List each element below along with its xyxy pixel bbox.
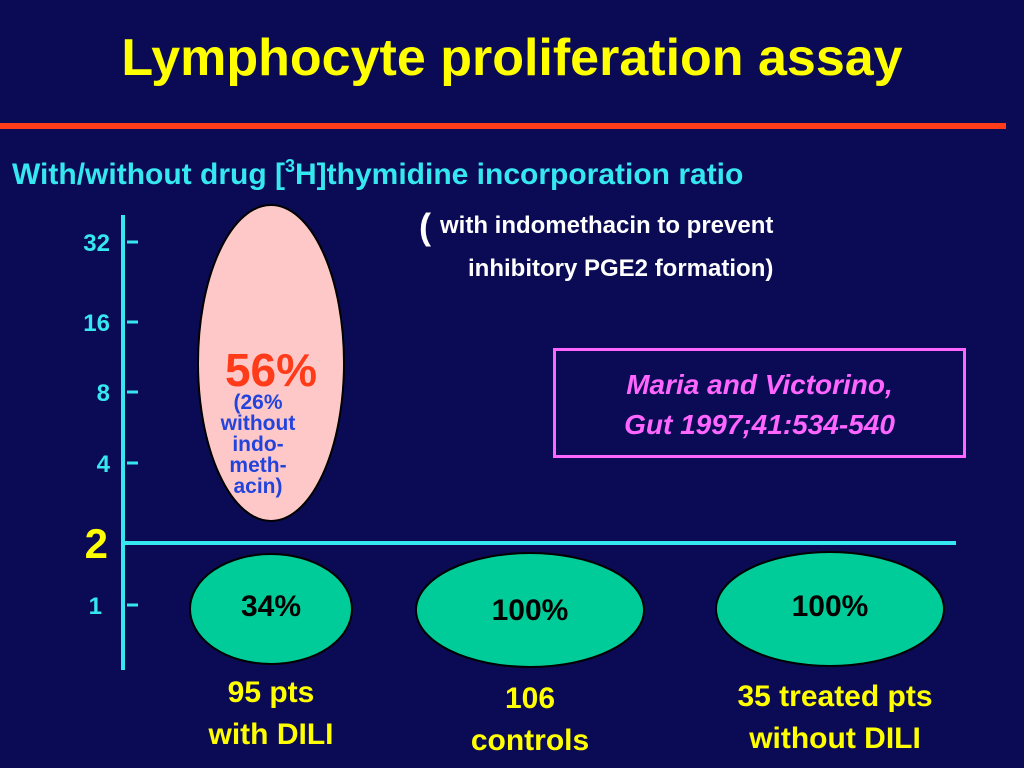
title-divider xyxy=(0,123,1006,129)
subtitle-superscript: 3 xyxy=(284,156,295,176)
subtitle-end: H]thymidine incorporation ratio xyxy=(295,158,744,191)
treated-label-line-2: without DILI xyxy=(749,722,921,755)
threshold-label: 2 xyxy=(84,520,108,567)
citation-line-1: Maria and Victorino, xyxy=(626,369,893,400)
controls-label-line-1: 106 xyxy=(504,682,556,715)
note-line-2: inhibitory PGE2 formation) xyxy=(468,255,774,282)
controls-ratio-oval xyxy=(415,552,645,668)
tick-label-8: 8 xyxy=(96,380,110,407)
tick-label-4: 4 xyxy=(96,451,110,478)
note-part: acin) xyxy=(233,475,283,498)
tick-label-1: 1 xyxy=(88,593,102,620)
tick-label-32: 32 xyxy=(83,230,110,257)
controls-label-line-2: controls xyxy=(470,724,590,757)
tick-label-16: 16 xyxy=(83,310,110,337)
note-part: indo- xyxy=(232,433,284,456)
treated-label-line-1: 35 treated pts xyxy=(737,680,933,713)
treated-group-label: 35 treated pts without DILI xyxy=(690,676,980,760)
slide-title: Lymphocyte proliferation assay xyxy=(121,29,903,87)
dili-elevated-note: (26% without indo- meth- acin) xyxy=(198,392,318,497)
treated-ratio-oval xyxy=(715,551,945,667)
note-open-paren: ( xyxy=(419,206,431,247)
dili-label-line-1: 95 pts xyxy=(227,676,315,709)
dili-ratio-percent: 34% xyxy=(240,590,302,623)
dili-ratio-oval xyxy=(189,553,353,665)
citation-box: Maria and Victorino, Gut 1997;41:534-540 xyxy=(553,348,966,458)
note-part: (26% xyxy=(233,391,283,414)
note-part: without xyxy=(220,412,296,435)
citation-line-2: Gut 1997;41:534-540 xyxy=(624,409,895,440)
dili-group-label: 95 pts with DILI xyxy=(171,672,371,756)
note-part: meth- xyxy=(229,454,287,477)
chart-subtitle: With/without drug [3H]thymidine incorpor… xyxy=(12,156,744,192)
note-line-1: with indomethacin to prevent xyxy=(440,212,774,239)
dili-elevated-percent: 56% xyxy=(224,344,318,396)
controls-group-label: 106 controls xyxy=(430,678,630,762)
dili-label-line-2: with DILI xyxy=(208,718,334,751)
dili-elevated-oval xyxy=(197,204,345,522)
controls-ratio-percent: 100% xyxy=(491,594,569,627)
subtitle-start: With/without drug [ xyxy=(12,158,285,191)
treated-ratio-percent: 100% xyxy=(791,590,869,623)
